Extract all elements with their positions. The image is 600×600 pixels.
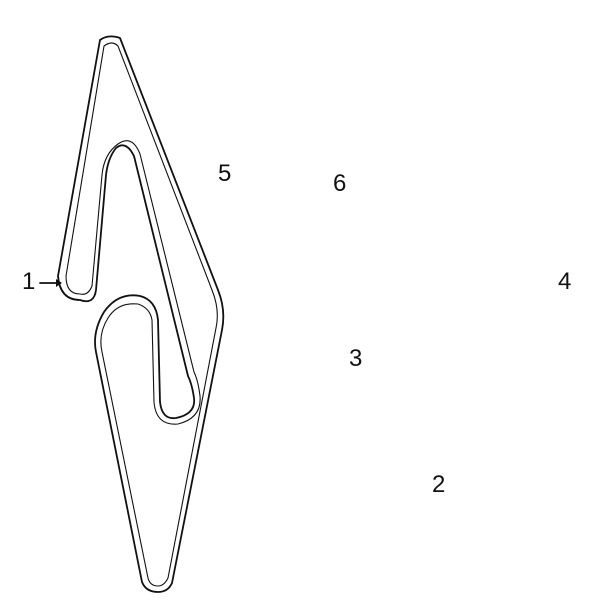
callout-1-label[interactable]: 1 [22, 268, 36, 295]
serpentine-belt[interactable] [57, 35, 225, 593]
callout-1-arrow [39, 279, 62, 287]
callout-6-label[interactable]: 6 [333, 170, 347, 197]
callout-4-label[interactable]: 4 [558, 268, 572, 295]
callout-3-label[interactable]: 3 [349, 345, 363, 372]
callout-2-label[interactable]: 2 [432, 471, 446, 498]
callout-5-label[interactable]: 5 [218, 160, 232, 187]
